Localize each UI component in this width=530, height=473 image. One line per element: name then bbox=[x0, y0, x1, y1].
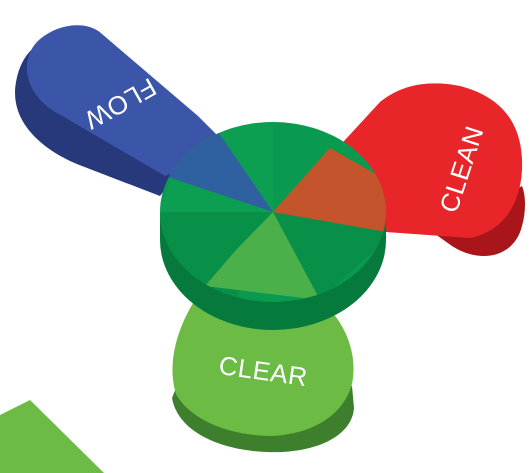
accent-bar bbox=[0, 400, 104, 473]
overlap-clear-hub bbox=[205, 212, 320, 300]
petal-flow: FLOW bbox=[15, 25, 233, 197]
petal-flow-top bbox=[26, 25, 233, 176]
hub-wedge-lower-right bbox=[273, 212, 386, 300]
overlap-clean-hub bbox=[273, 148, 386, 232]
hub bbox=[160, 122, 386, 330]
